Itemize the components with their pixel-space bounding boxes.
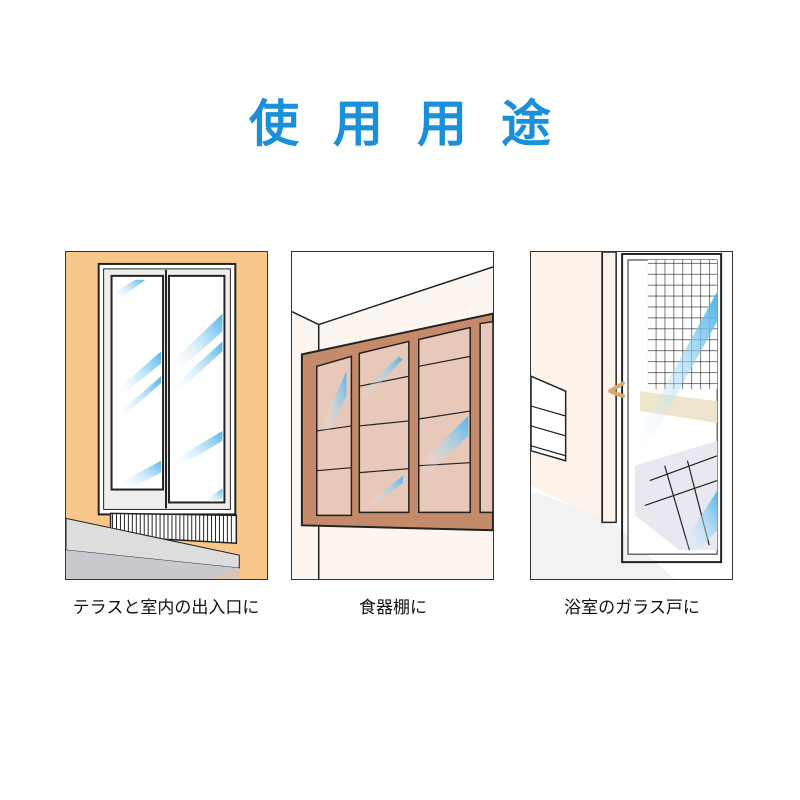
terrace-door-illustration	[65, 251, 268, 580]
bathroom-glass-door-illustration	[530, 251, 733, 580]
page-title: 使用用途	[249, 95, 585, 153]
glass-cupboard-illustration	[291, 251, 494, 580]
caption-terrace: テラスと室内の出入口に	[72, 598, 260, 618]
caption-cabinet: 食器棚に	[359, 598, 427, 618]
caption-bathroom: 浴室のガラス戸に	[564, 598, 700, 618]
